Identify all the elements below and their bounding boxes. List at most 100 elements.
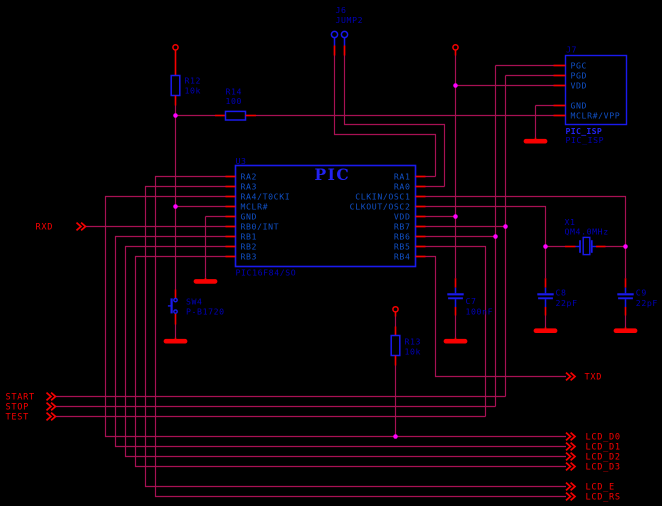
lcd-port-label-3: LCD_D2 bbox=[586, 453, 621, 463]
j7-value-label: PIC_ISP bbox=[566, 135, 605, 145]
rxd-port-arrow[interactable] bbox=[75, 221, 87, 232]
start-port-arrow[interactable] bbox=[45, 391, 57, 402]
r12-value-label: 10k bbox=[185, 86, 202, 96]
component-u3-pic: U3 PIC PIC16F84/SO RA2 RA1 RA3 RA0 RA4/T… bbox=[225, 156, 426, 278]
r13-value-label: 10k bbox=[405, 346, 422, 356]
component-r13: R13 10k bbox=[390, 305, 422, 366]
c9-value-label: 22pF bbox=[636, 298, 658, 308]
junction-dot-4 bbox=[453, 214, 458, 219]
r12-ref-label: R12 bbox=[185, 76, 202, 86]
net-ra4-lcd-d0[interactable] bbox=[104, 195, 567, 438]
component-c8: C8 22pF bbox=[537, 278, 578, 316]
u3-pin-right-8-label: RB5 bbox=[394, 242, 411, 252]
r13-ref-label: R13 bbox=[405, 337, 422, 347]
r14-body[interactable] bbox=[224, 110, 247, 121]
x1-body[interactable] bbox=[582, 236, 591, 256]
u3-pin-left-7-label: RB1 bbox=[241, 232, 258, 242]
j7-ref-label: J7 bbox=[566, 45, 577, 55]
sw4-contact-bottom bbox=[173, 309, 178, 314]
net-osc1[interactable] bbox=[425, 195, 627, 247]
u3-pin-right-1-label: RA1 bbox=[394, 172, 411, 182]
txd-port-label: TXD bbox=[585, 373, 603, 383]
j7-pin-4-label: GND bbox=[571, 101, 588, 111]
lcd-port-arrow-3[interactable] bbox=[565, 451, 577, 462]
net-ra0-j6[interactable] bbox=[343, 55, 446, 188]
junction-dots bbox=[173, 83, 628, 439]
lcd-port-arrow-5[interactable] bbox=[565, 481, 577, 492]
j6-pin-2-circle[interactable] bbox=[340, 30, 349, 39]
lcd-port-arrow-4[interactable] bbox=[565, 461, 577, 472]
lcd-port-label-4: LCD_D3 bbox=[586, 463, 621, 473]
u3-pin-left-8-label: RB2 bbox=[241, 242, 258, 252]
junction-dot-7 bbox=[543, 244, 548, 249]
u3-title-label: PIC bbox=[315, 165, 351, 184]
lcd-port-arrow-6[interactable] bbox=[565, 491, 577, 502]
u3-pin-left-3-label: RA4/T0CKI bbox=[241, 192, 291, 202]
stop-port-arrow[interactable] bbox=[45, 401, 57, 412]
c8-ref-label: C8 bbox=[556, 288, 567, 298]
component-j6-jumper: J6 JUMP2 bbox=[330, 5, 363, 56]
test-port-arrow[interactable] bbox=[45, 411, 57, 422]
sw4-ref-label: SW4 bbox=[186, 297, 203, 307]
net-gnd-pic[interactable] bbox=[204, 215, 226, 278]
u3-ref-label: U3 bbox=[236, 156, 247, 166]
component-c7: C7 100nF bbox=[447, 278, 494, 317]
lcd-port-label-1: LCD_D0 bbox=[586, 433, 621, 443]
j6-pin-1-circle[interactable] bbox=[330, 30, 339, 39]
c9-ref-label: C9 bbox=[636, 288, 647, 298]
sw4-contact-top bbox=[173, 297, 178, 303]
r12-top-port-circle[interactable] bbox=[172, 44, 179, 51]
lcd-port-label-5: LCD_E bbox=[586, 483, 615, 493]
u3-pin-left-1-label: RA2 bbox=[241, 172, 258, 182]
net-rb2-lcd-d2[interactable] bbox=[124, 245, 567, 458]
component-x1-crystal: X1 QM4.0MHz bbox=[565, 217, 609, 256]
r13-body[interactable] bbox=[390, 334, 401, 357]
junction-dot-2 bbox=[173, 204, 178, 209]
u3-pin-right-5-label: VDD bbox=[394, 212, 411, 222]
c8-value-label: 22pF bbox=[556, 298, 578, 308]
r13-top-port-circle[interactable] bbox=[392, 305, 399, 313]
net-rb1-lcd-d1[interactable] bbox=[114, 235, 567, 448]
net-ra1-j6[interactable] bbox=[333, 55, 437, 178]
net-pgd-rb7-start[interactable] bbox=[54, 74, 554, 398]
lcd-port-label-6: LCD_RS bbox=[586, 493, 621, 503]
j7-name-label: PIC_ISP bbox=[566, 126, 603, 136]
stop-port-label: STOP bbox=[6, 403, 30, 413]
txd-port-arrow[interactable] bbox=[565, 371, 577, 382]
net-vdd[interactable] bbox=[425, 55, 554, 279]
x1-ref-label: X1 bbox=[565, 217, 576, 227]
j7-pin-1-label: PGC bbox=[571, 61, 588, 71]
r12-body[interactable] bbox=[170, 74, 181, 97]
net-rb3-lcd-d3[interactable] bbox=[134, 255, 567, 468]
net-ra3-lcd-e[interactable] bbox=[144, 185, 567, 488]
vdd-port-circle[interactable] bbox=[452, 44, 459, 51]
j7-body[interactable] bbox=[564, 54, 628, 126]
net-gnd-j7[interactable] bbox=[534, 104, 554, 138]
u3-pin-left-6-label: RB0/INT bbox=[241, 222, 280, 232]
net-rb4-txd[interactable] bbox=[425, 255, 567, 378]
net-rb5-test[interactable] bbox=[54, 245, 487, 418]
lcd-port-label-2: LCD_D1 bbox=[586, 443, 621, 453]
start-port-label: START bbox=[6, 393, 35, 403]
net-osc2[interactable] bbox=[425, 205, 547, 247]
net-mclr[interactable] bbox=[174, 105, 554, 290]
lcd-port-arrow-2[interactable] bbox=[565, 441, 577, 452]
u3-pin-right-2-label: RA0 bbox=[394, 182, 411, 192]
wires-group bbox=[54, 55, 627, 498]
x1-value-label: QM4.0MHz bbox=[565, 227, 609, 237]
junction-dot-1 bbox=[173, 113, 178, 118]
net-ra2-lcd-rs[interactable] bbox=[154, 175, 567, 498]
u3-pin-left-4-label: MCLR# bbox=[241, 202, 269, 212]
ground-symbols bbox=[163, 137, 638, 344]
u3-pin-right-7-label: RB6 bbox=[394, 232, 411, 242]
u3-value-label: PIC16F84/SO bbox=[236, 268, 297, 278]
c7-value-label: 100nF bbox=[466, 307, 494, 317]
c7-ref-label: C7 bbox=[466, 296, 477, 306]
component-r12: R12 10k bbox=[170, 44, 202, 106]
junction-dot-9 bbox=[393, 434, 398, 439]
lcd-port-arrow-1[interactable] bbox=[565, 431, 577, 442]
u3-pin-right-9-label: RB4 bbox=[394, 252, 411, 262]
j7-pin-2-label: PGD bbox=[571, 71, 588, 81]
net-xtal[interactable] bbox=[544, 245, 627, 279]
